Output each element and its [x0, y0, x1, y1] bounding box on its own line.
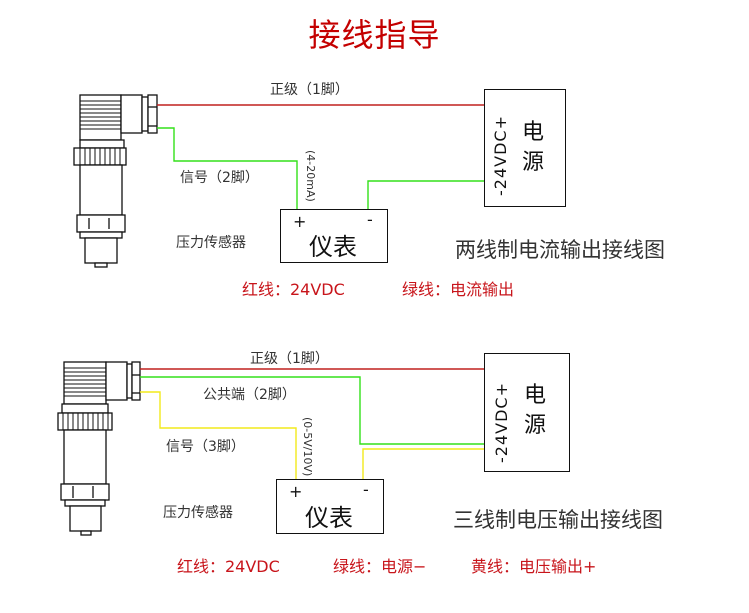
wire-label-signal-pin3: 信号（3脚）: [166, 439, 245, 455]
legend-green-wire: 绿线：电流输出: [402, 280, 515, 299]
signal-range-label: (4-20mA): [304, 150, 317, 202]
meter-plus-terminal: +: [289, 482, 303, 501]
legend-green-wire: 绿线：电源−: [333, 557, 427, 576]
page-title: 接线指导: [308, 16, 441, 54]
wire-label-common-pin2: 公共端（2脚）: [203, 387, 296, 403]
power-supply-voltage: -24VDC+: [491, 115, 510, 196]
wire-green-2: [140, 376, 484, 445]
diagram-caption-two-wire: 两线制电流输出接线图: [455, 238, 665, 262]
power-supply-box-1: -24VDC+ 电 源: [484, 89, 566, 207]
power-supply-label-line2: 源: [523, 413, 546, 438]
pressure-sensor-2: [57, 361, 141, 536]
pressure-sensor-1: [73, 94, 158, 268]
meter-label: 仪表: [309, 233, 357, 261]
power-supply-voltage: -24VDC+: [492, 382, 511, 463]
meter-minus-terminal: -: [363, 480, 369, 499]
power-supply-box-2: -24VDC+ 电 源: [484, 353, 570, 472]
wire-green-return-1: [367, 180, 484, 210]
wire-green-signal-1: [157, 127, 298, 210]
signal-range-label: (0-5V/10V): [301, 417, 314, 477]
meter-box-2: + - 仪表: [276, 479, 384, 534]
wire-yellow-signal-2: [140, 391, 297, 479]
sensor-label: 压力传感器: [176, 235, 246, 251]
power-supply-label-line2: 源: [521, 150, 544, 175]
legend-red-wire: 红线：24VDC: [242, 280, 345, 299]
wire-label-signal-pin2: 信号（2脚）: [180, 170, 259, 186]
meter-minus-terminal: -: [367, 210, 373, 229]
meter-box-1: + - 仪表: [280, 209, 388, 263]
sensor-label: 压力传感器: [163, 505, 233, 521]
wire-label-positive-pin1: 正级（1脚）: [270, 82, 349, 98]
wire-yellow-return-2: [362, 448, 484, 479]
diagram-caption-three-wire: 三线制电压输出接线图: [453, 508, 663, 532]
meter-label: 仪表: [305, 504, 353, 532]
meter-plus-terminal: +: [293, 212, 307, 231]
power-supply-label-line1: 电: [523, 383, 546, 408]
legend-yellow-wire: 黄线：电压输出+: [471, 557, 597, 576]
wire-label-positive-pin1: 正级（1脚）: [250, 351, 329, 367]
power-supply-label-line1: 电: [521, 120, 544, 145]
legend-red-wire: 红线：24VDC: [177, 557, 280, 576]
